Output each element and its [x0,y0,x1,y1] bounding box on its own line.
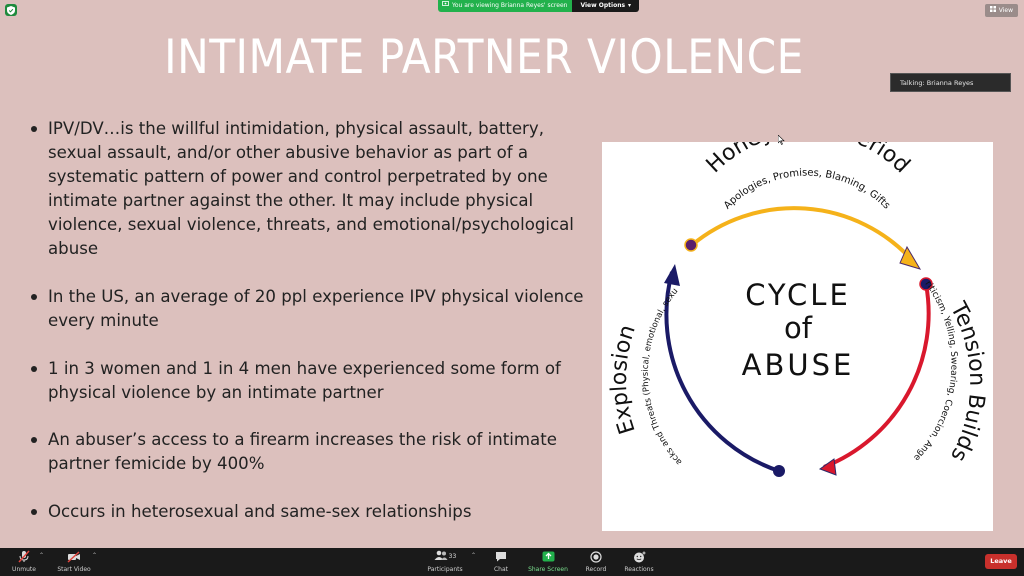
record-label: Record [585,566,607,573]
bullet-item: An abuser’s access to a firearm increase… [30,428,595,476]
unmute-label: Unmute [12,566,36,573]
view-options-button[interactable]: View Options ▾ [572,0,640,12]
reactions-label: Reactions [624,566,654,573]
share-screen-button[interactable]: Share Screen [527,549,569,573]
bullet-item: 1 in 3 women and 1 in 4 men have experie… [30,357,595,405]
reactions-button[interactable]: Reactions [622,549,656,573]
explosion-title-path: Explosion [607,322,641,437]
start-video-label: Start Video [57,566,91,573]
bullet-item: In the US, an average of 20 ppl experien… [30,285,595,333]
explosion-start-dot [773,465,785,477]
share-screen-icon [527,549,569,564]
start-video-button[interactable]: Start Video [56,549,92,573]
tension-arrowhead [818,458,837,476]
smiley-plus-icon [622,549,656,564]
cycle-center-line1: CYCLE [745,278,851,312]
leave-button[interactable]: Leave [985,554,1017,569]
chat-label: Chat [493,566,509,573]
meeting-toolbar: Unmute ⌃ Start Video ⌃ 33 Participants ⌃… [0,548,1024,576]
participants-icon [434,550,448,563]
record-icon [582,549,610,564]
participants-count: 33 [448,553,457,560]
chevron-down-icon: ▾ [628,2,632,9]
viewing-indicator: You are viewing Brianna Reyes' screen [438,0,573,12]
cycle-of-abuse-diagram: CYCLE of ABUSE Honeymoon Period Apologie… [599,115,993,531]
explosion-title: Explosion [607,322,641,437]
talking-indicator: Talking: Brianna Reyes [890,73,1011,92]
unmute-button[interactable]: Unmute [8,549,40,573]
participants-button[interactable]: 33 Participants [426,549,464,573]
mouse-cursor-icon [777,130,785,149]
honeymoon-start-dot [684,238,698,252]
video-options-caret-icon[interactable]: ⌃ [92,552,98,559]
honeymoon-arrow [690,206,914,262]
screen-share-icon [442,0,449,12]
record-button[interactable]: Record [582,549,610,573]
honeymoon-subtitle-path: Apologies, Promises, Blaming, Gifts [722,168,892,212]
cycle-center-line2: of [784,311,813,345]
bullet-list: IPV/DV…is the willful intimidation, phys… [30,117,595,548]
audio-options-caret-icon[interactable]: ⌃ [39,552,45,559]
grid-icon [989,4,996,17]
video-camera-off-icon [56,549,92,564]
view-options-label: View Options [580,2,626,9]
viewing-text: You are viewing Brianna Reyes' screen [452,2,568,9]
participants-caret-icon[interactable]: ⌃ [471,552,477,559]
participants-icon-group: 33 [426,549,464,564]
bullet-item: IPV/DV…is the willful intimidation, phys… [30,117,595,261]
view-button-label: View [998,7,1013,14]
screen-share-banner: You are viewing Brianna Reyes' screen Vi… [438,0,640,12]
honeymoon-subtitle: Apologies, Promises, Blaming, Gifts [722,168,892,212]
share-screen-label: Share Screen [528,566,568,573]
slide-title: INTIMATE PARTNER VIOLENCE [164,30,804,85]
participants-label: Participants [427,566,463,573]
cycle-center-line3: ABUSE [742,348,855,382]
explosion-arrowhead [664,264,680,286]
security-shield-icon[interactable] [5,4,17,16]
microphone-muted-icon [8,549,40,564]
view-button[interactable]: View [984,4,1018,17]
explosion-arrow [664,271,780,473]
bullet-item: Occurs in heterosexual and same-sex rela… [30,500,595,524]
tension-arrow [823,283,931,469]
chat-button[interactable]: Chat [489,549,513,573]
tension-start-dot [919,277,933,291]
chat-icon [489,549,513,564]
honeymoon-arrowhead [899,245,922,270]
